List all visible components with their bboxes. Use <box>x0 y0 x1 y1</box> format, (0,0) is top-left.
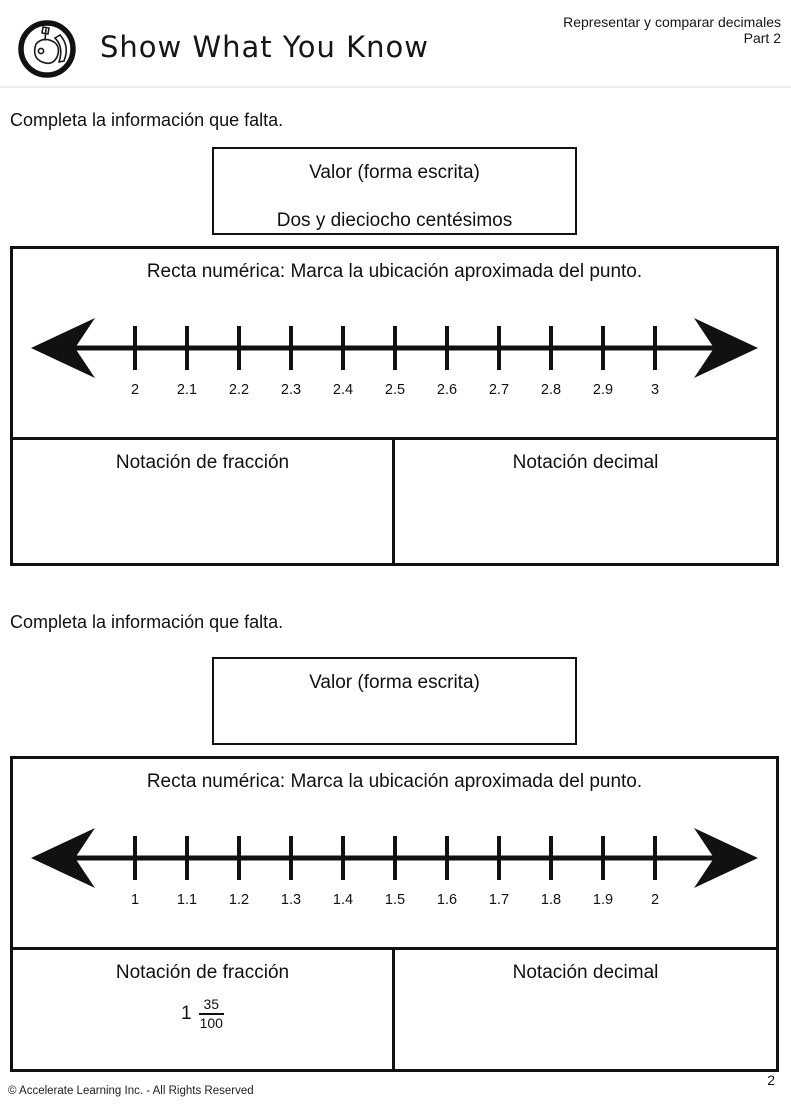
decimal-label-1: Notación decimal <box>512 452 659 473</box>
written-form-label-1: Valor (forma escrita) <box>309 162 480 183</box>
page-number: 2 <box>767 1072 775 1088</box>
footer-copyright: © Accelerate Learning Inc. - All Rights … <box>8 1085 254 1097</box>
fraction-bar <box>198 1013 224 1015</box>
written-form-label-2: Valor (forma escrita) <box>309 672 480 693</box>
header-divider <box>0 86 791 88</box>
header-subtitle-line1: Representar y comparar decimales <box>563 14 781 30</box>
header-subtitle: Representar y comparar decimales Part 2 <box>563 14 781 46</box>
tick-label: 2.7 <box>489 382 509 398</box>
fraction-cell-2: Notación de fracción 1 35 100 <box>13 950 395 1069</box>
tick-label: 1.8 <box>541 892 561 908</box>
tick-label: 1.2 <box>229 892 249 908</box>
right-arrow-icon <box>694 318 758 378</box>
decimal-cell-1: Notación decimal <box>395 440 776 563</box>
number-line-area-1: Recta numérica: Marca la ubicación aprox… <box>13 249 776 440</box>
tick-label: 2.9 <box>593 382 613 398</box>
left-arrow-icon <box>31 318 95 378</box>
tick-label: 2.3 <box>281 382 301 398</box>
number-line-box-1: Recta numérica: Marca la ubicación aprox… <box>10 246 779 566</box>
tick-label: 1.1 <box>177 892 197 908</box>
tick-label: 2.2 <box>229 382 249 398</box>
number-line-box-2: Recta numérica: Marca la ubicación aprox… <box>10 756 779 1072</box>
tick-label: 1.3 <box>281 892 301 908</box>
fraction-answer-area-1[interactable] <box>13 474 392 534</box>
show-what-you-know-badge-icon <box>18 20 76 78</box>
whole-number: 1 <box>181 1003 192 1024</box>
number-line-area-2: Recta numérica: Marca la ubicación aprox… <box>13 759 776 950</box>
instruction-text-2: Completa la información que falta. <box>10 612 284 632</box>
tick-label: 2.8 <box>541 382 561 398</box>
fraction-label-2: Notación de fracción <box>115 962 290 983</box>
decimal-answer-area-1[interactable] <box>395 474 776 534</box>
number-line-1[interactable]: 2 2.1 2.2 2.3 2.4 2.5 2.6 2.7 2.8 2.9 3 <box>13 286 776 426</box>
written-form-answer-area-2[interactable] <box>214 702 575 736</box>
header-subtitle-line2: Part 2 <box>743 30 781 46</box>
mixed-number: 1 35 100 <box>13 997 392 1031</box>
tick-label: 2.6 <box>437 382 457 398</box>
fraction: 35 100 <box>198 996 224 1031</box>
tick-label: 1 <box>131 892 139 908</box>
left-arrow-icon <box>31 828 95 888</box>
number-line-2[interactable]: 1 1.1 1.2 1.3 1.4 1.5 1.6 1.7 1.8 1.9 2 <box>13 796 776 936</box>
number-line-title-1: Recta numérica: Marca la ubicación aprox… <box>146 261 643 282</box>
fraction-denominator: 100 <box>199 1015 223 1031</box>
decimal-cell-2: Notación decimal <box>395 950 776 1069</box>
tick-label: 2.1 <box>177 382 197 398</box>
decimal-label-2: Notación decimal <box>512 962 659 983</box>
tick-label: 2 <box>131 382 139 398</box>
number-line-title-2: Recta numérica: Marca la ubicación aprox… <box>146 771 643 792</box>
tick-label: 1.5 <box>385 892 405 908</box>
tick-label: 1.4 <box>333 892 353 908</box>
fraction-numerator: 35 <box>203 996 220 1012</box>
tick-label: 3 <box>651 382 659 398</box>
tick-label: 1.6 <box>437 892 457 908</box>
fraction-label-1: Notación de fracción <box>115 452 290 473</box>
decimal-answer-area-2[interactable] <box>395 984 776 1044</box>
written-form-box-1: Valor (forma escrita) Dos y dieciocho ce… <box>212 147 577 235</box>
tick-label: 2.5 <box>385 382 405 398</box>
instruction-text-1: Completa la información que falta. <box>10 110 284 130</box>
written-form-box-2: Valor (forma escrita) <box>212 657 577 745</box>
fraction-cell-1: Notación de fracción <box>13 440 395 563</box>
tick-label: 1.9 <box>593 892 613 908</box>
right-arrow-icon <box>694 828 758 888</box>
tick-label: 1.7 <box>489 892 509 908</box>
page-title: Show What You Know <box>100 30 429 64</box>
written-form-value-1: Dos y dieciocho centésimos <box>276 210 513 231</box>
tick-label: 2 <box>651 892 659 908</box>
tick-label: 2.4 <box>333 382 353 398</box>
